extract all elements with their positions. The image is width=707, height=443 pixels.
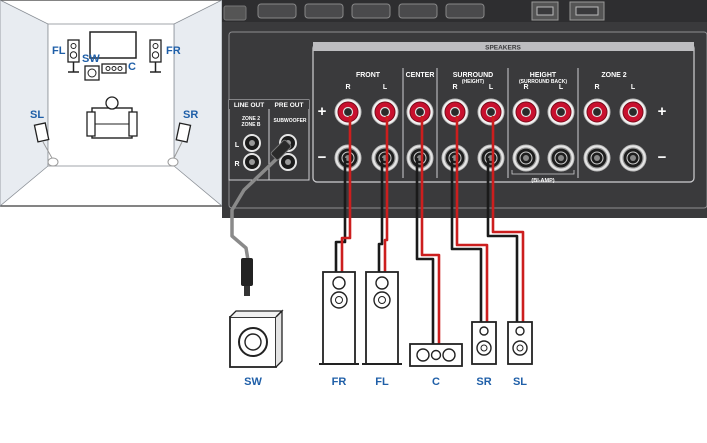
label-sl: SL [513,376,527,388]
room-label-sw: SW [82,53,100,65]
wire-surround-r [450,116,489,322]
terminal-minus-1 [334,144,362,172]
fr-speaker-unit [319,271,359,365]
room-layout: FL FR SW C SL SR [0,0,223,207]
terminal-minus-4 [441,144,469,172]
terminal-plus-3 [406,98,434,126]
height-l-label: L [559,84,564,91]
pre-out-label: PRE OUT [275,102,304,109]
speakers-header: SPEAKERS [485,45,521,52]
group-height-sub: (SURROUND BACK) [519,79,567,85]
label-sw: SW [244,376,262,388]
zone-b-label: ZONE B [242,122,261,128]
wire-front-l [377,116,389,272]
wire-front-r [334,116,352,272]
surround-l-label: L [489,84,494,91]
group-front-label: FRONT [356,72,381,79]
terminal-minus-2 [371,144,399,172]
subwoofer-label: SUBWOOFER [273,118,306,124]
group-zone2-label: ZONE 2 [601,72,626,79]
label-sr: SR [476,376,491,388]
plus-left-symbol: + [318,103,327,120]
biamp-label: (BI-AMP) [531,178,554,184]
terminal-plus-8 [583,98,611,126]
speakers-header-bar [313,42,694,51]
tv-icon [89,31,137,59]
terminal-minus-5 [477,144,505,172]
subwoofer-cable [230,139,292,296]
terminal-minus-3 [406,144,434,172]
fr-speaker-icon [149,39,162,73]
terminal-plus-5 [477,98,505,126]
plus-right-symbol: + [658,103,667,120]
sw-speaker-icon [84,65,100,81]
minus-right-symbol: − [658,149,667,166]
terminal-plus-1 [334,98,362,126]
speaker-terminals [334,98,647,172]
sl-speaker-icon [33,122,59,167]
terminal-minus-7 [547,144,575,172]
jack-l-label: L [235,142,240,149]
speaker-wires [334,116,525,344]
group-surround-sub: (HEIGHT) [462,79,485,85]
terminal-minus-9 [619,144,647,172]
center-speaker-icon [101,63,127,74]
height-r-label: R [523,84,528,91]
label-c: C [432,376,440,388]
terminal-minus-6 [512,144,540,172]
fl-speaker-icon [67,39,80,73]
line-pre-out-section: LINE OUT PRE OUT ZONE 2 ZONE B SUBWOOFER… [228,99,310,181]
subwoofer-jack-2 [279,153,297,171]
sofa-icon [86,96,138,139]
sl-speaker-unit [507,321,533,365]
terminal-plus-2 [371,98,399,126]
label-fl: FL [375,376,389,388]
surround-r-label: R [452,84,457,91]
subwoofer-unit [229,309,284,368]
line-out-label: LINE OUT [234,102,264,109]
zone2-r-jack [243,153,261,171]
room-label-fl: FL [52,45,66,57]
sr-speaker-unit [471,321,497,365]
terminal-minus-8 [583,144,611,172]
room-label-sl: SL [30,109,44,121]
group-surround-label: SURROUND [453,72,493,79]
room-label-c: C [128,61,136,73]
terminal-plus-6 [512,98,540,126]
front-r-label: R [345,84,350,91]
jack-r-label: R [234,161,239,168]
terminal-plus-9 [619,98,647,126]
group-height-label: HEIGHT [530,72,557,79]
terminal-plus-4 [441,98,469,126]
minus-left-symbol: − [318,149,327,166]
room-label-fr: FR [166,45,181,57]
zone2-l-jack [243,134,261,152]
zone2-r-label: R [594,84,599,91]
zone2-l-label: L [631,84,636,91]
center-speaker-unit [409,343,463,367]
top-ports [223,1,605,21]
terminal-plus-7 [547,98,575,126]
wire-surround-l [486,116,525,322]
fl-speaker-unit [362,271,402,365]
group-center-label: CENTER [406,72,435,79]
sr-speaker-icon [167,122,192,167]
wire-center [415,116,441,344]
front-l-label: L [383,84,388,91]
receiver-rear-panel: SPEAKERS FRONT CENTER SURROUND (HEIGHT) … [222,0,707,218]
label-fr: FR [332,376,347,388]
room-label-sr: SR [183,109,198,121]
zone2-line-label: ZONE 2 [242,116,260,122]
